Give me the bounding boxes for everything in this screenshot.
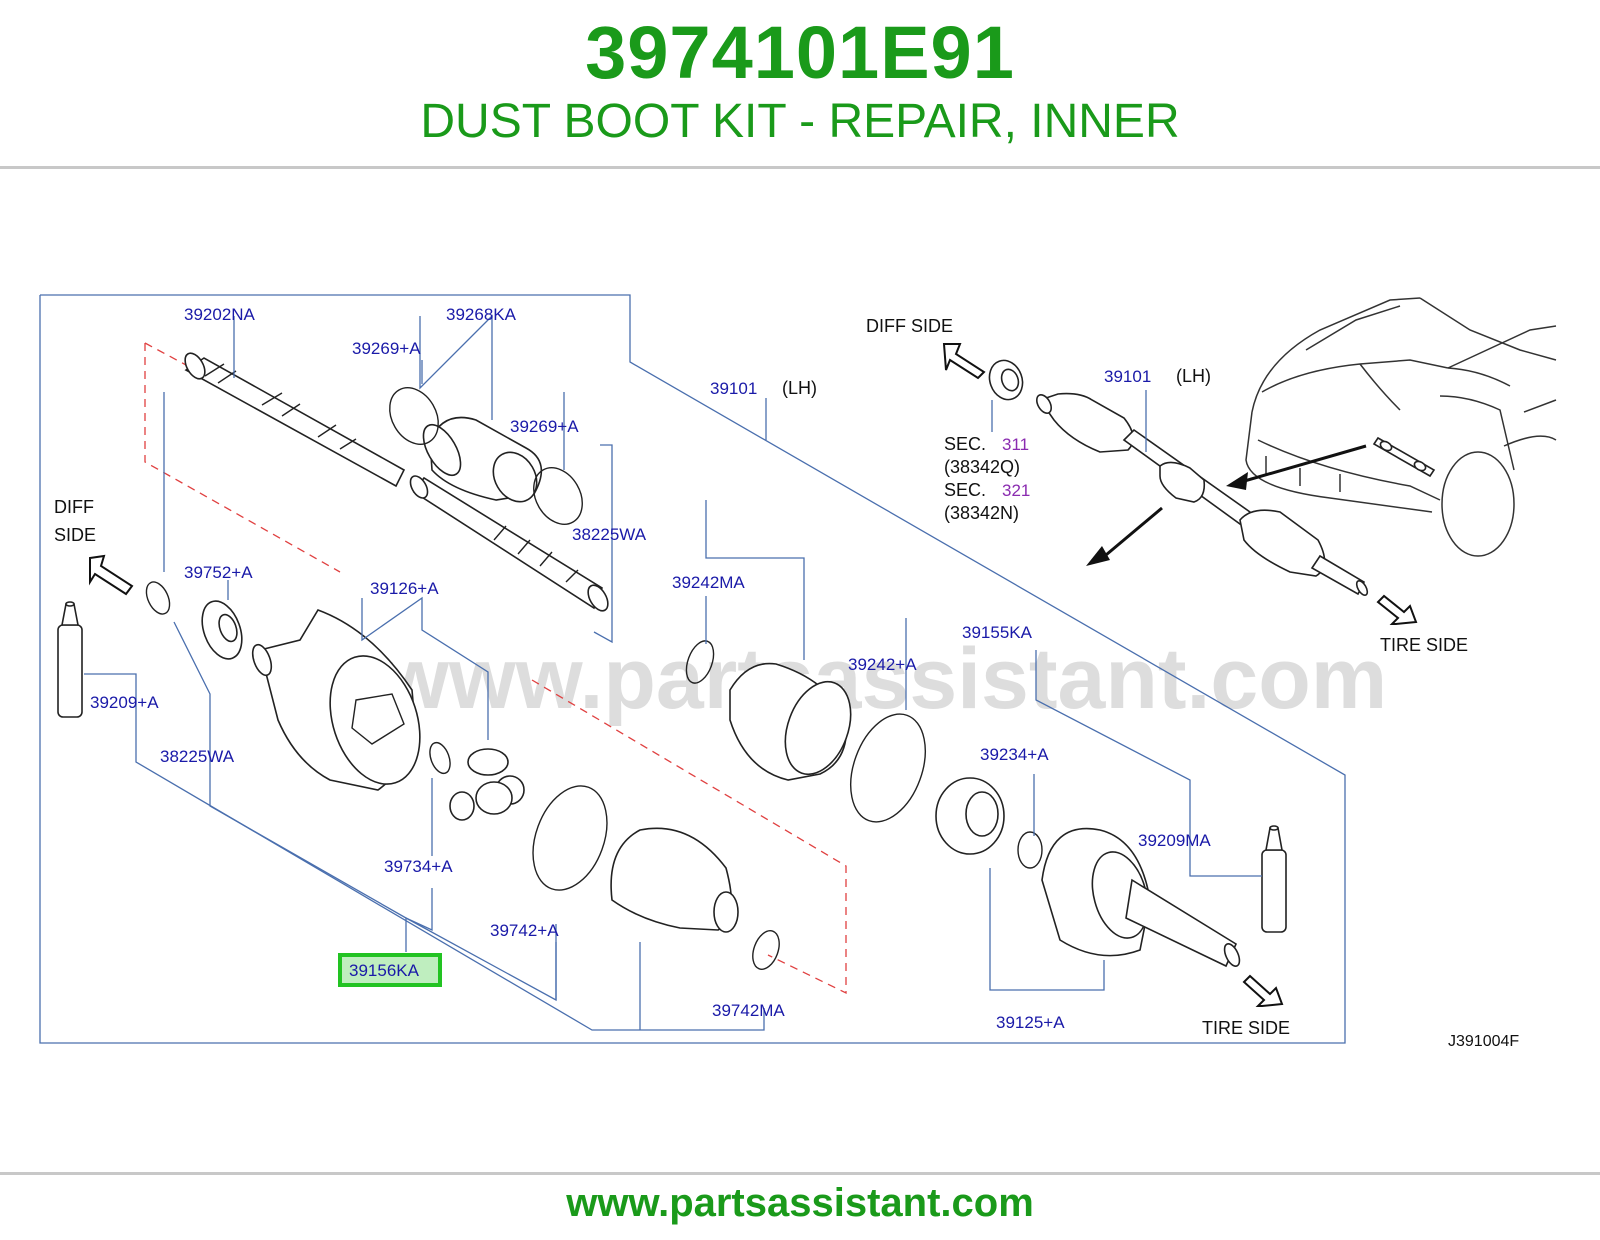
spider-tripod [449, 748, 525, 821]
label-39156KA[interactable]: 39156KA [349, 961, 420, 980]
inset-axle-assembly [1035, 392, 1369, 597]
inner-race-39234A [935, 777, 1005, 855]
arrow-tire-side-bottom-icon [1242, 974, 1284, 1007]
watermark-text: www.partsassistant.com [381, 631, 1387, 727]
dashed-guide-lower [531, 679, 847, 995]
label-39234A[interactable]: 39234+A [980, 745, 1049, 764]
dashed-guide-upper [144, 343, 341, 573]
leader-39209A [84, 673, 765, 1031]
label-lh-main: (LH) [782, 378, 817, 398]
label-39269A-1[interactable]: 39269+A [352, 339, 421, 358]
label-39734A[interactable]: 39734+A [384, 857, 453, 876]
label-39202NA[interactable]: 39202NA [184, 305, 256, 324]
label-39269A-2[interactable]: 39269+A [510, 417, 579, 436]
pointer-arrow-lower-head-icon [1086, 546, 1110, 566]
diff-side-left-line2: SIDE [54, 525, 96, 545]
boot-39742A [610, 827, 739, 933]
label-38225WA-1[interactable]: 38225WA [572, 525, 647, 544]
header-divider [0, 166, 1600, 169]
figure-code: J391004F [1448, 1033, 1519, 1050]
part-number-title: 3974101E91 [585, 11, 1015, 94]
clamp-39269A-left [389, 387, 439, 445]
dashed-guide-upper-top [144, 342, 187, 366]
label-39268KA[interactable]: 39268KA [446, 305, 517, 324]
pointer-arrow-car-head-icon [1226, 472, 1248, 490]
shaft-38225WA [409, 475, 609, 612]
clamp-39242MA [685, 640, 715, 684]
car-axle-small-icon [1372, 436, 1436, 478]
inset-seal-icon [988, 359, 1024, 401]
snap-ring-39734A [429, 741, 451, 775]
leader-39126A [361, 596, 489, 740]
arrow-tire-side-inset-icon [1376, 594, 1418, 625]
clamp-39269A-right [533, 467, 583, 525]
clamp-39742MA [752, 930, 780, 970]
label-39101-inset[interactable]: 39101 [1104, 367, 1151, 386]
label-39155KA[interactable]: 39155KA [962, 623, 1033, 642]
diagram-frame [39, 294, 1346, 1044]
footer-url[interactable]: www.partsassistant.com [566, 1181, 1034, 1225]
diff-side-left-line1: DIFF [54, 497, 94, 517]
sec2-number[interactable]: 321 [1002, 481, 1030, 500]
label-39126A[interactable]: 39126+A [370, 579, 439, 598]
label-39209MA[interactable]: 39209MA [1138, 831, 1211, 850]
leader-39268KA [419, 314, 493, 420]
label-39242A[interactable]: 39242+A [848, 655, 917, 674]
grease-tube-39209MA [1261, 825, 1287, 933]
leader-39209MA [1035, 650, 1262, 877]
pointer-arrow-car-line [1233, 444, 1367, 486]
arrow-diff-side-top-icon [942, 343, 986, 380]
snap-ring-38225WA [145, 581, 171, 615]
band-39242A [850, 713, 926, 823]
tire-side-bottom: TIRE SIDE [1202, 1018, 1290, 1038]
sec1-number[interactable]: 311 [1002, 435, 1029, 454]
label-38225WA-2[interactable]: 38225WA [160, 747, 235, 766]
pointer-arrow-lower-line [1099, 506, 1163, 562]
label-39752A[interactable]: 39752+A [184, 563, 253, 582]
page-header: 3974101E91 DUST BOOT KIT - REPAIR, INNER [0, 0, 1600, 168]
label-39742A[interactable]: 39742+A [490, 921, 559, 940]
grease-tube-39209A [57, 601, 83, 718]
label-lh-inset: (LH) [1176, 366, 1211, 386]
boot-39155KA [729, 662, 852, 781]
sec1-code: (38342Q) [944, 457, 1020, 477]
tire-side-inset: TIRE SIDE [1380, 635, 1468, 655]
boot-39268KA [422, 416, 543, 503]
label-39209A[interactable]: 39209+A [90, 693, 159, 712]
label-39125A[interactable]: 39125+A [996, 1013, 1065, 1032]
shaft-39202NA [184, 352, 406, 488]
band-39742A [532, 785, 608, 891]
part-description: DUST BOOT KIT - REPAIR, INNER [420, 95, 1180, 148]
label-39742MA[interactable]: 39742MA [712, 1001, 785, 1020]
leader-39242MA [705, 500, 805, 660]
arrow-diff-side-left-icon [89, 554, 134, 596]
leader-38225WA-1 [593, 444, 613, 644]
label-39242MA[interactable]: 39242MA [672, 573, 745, 592]
leader-39125A [989, 868, 1105, 991]
seal-39752A [201, 600, 243, 660]
highlight-box-39156KA [338, 953, 442, 987]
housing-39126A [251, 609, 421, 791]
sec2-code: (38342N) [944, 503, 1019, 523]
snap-ring-39234A [1017, 831, 1043, 869]
outer-joint-39125A [1041, 827, 1241, 968]
diff-side-top: DIFF SIDE [866, 316, 953, 336]
car-front-illustration [1245, 297, 1557, 557]
label-39101-main[interactable]: 39101 [710, 379, 757, 398]
sec2-prefix: SEC. [944, 480, 986, 500]
footer-divider [0, 1172, 1600, 1175]
leader-39734A-down [405, 888, 433, 952]
sec1-prefix: SEC. [944, 434, 986, 454]
